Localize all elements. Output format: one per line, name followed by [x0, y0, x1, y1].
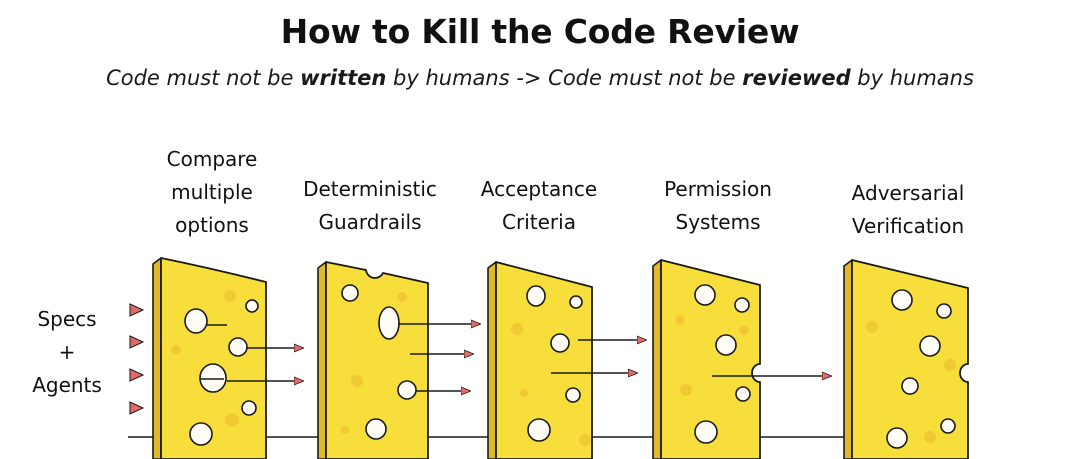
layer-label-line: Compare: [166, 147, 258, 171]
arrow-head-icon: [129, 335, 145, 349]
layer-label-line: Criteria: [502, 210, 576, 234]
layer-label-acceptance-criteria: Acceptance Criteria: [481, 173, 597, 239]
layer-label-line: Guardrails: [318, 210, 422, 234]
cheese-slice-4: [652, 259, 761, 459]
layer-label-line: multiple: [171, 180, 253, 204]
layer-label-line: Adversarial: [851, 181, 965, 205]
layer-label-permission-systems: Permission Systems: [664, 173, 772, 239]
slice-3-arrows: [551, 340, 646, 373]
cheese-slice-3: [487, 261, 593, 459]
layer-label-compare-options: Compare multiple options: [167, 143, 258, 242]
diagram-subtitle: Code must not be written by humans -> Co…: [0, 66, 1080, 90]
cheese-slice-2: [317, 261, 429, 459]
input-label-line: Specs: [37, 307, 97, 331]
cheese-slice-1: [152, 257, 267, 459]
arrow-head-icon: [129, 401, 145, 415]
layer-label-line: options: [175, 213, 249, 237]
slice-1-arrows: [200, 324, 303, 381]
input-arrows: [129, 303, 145, 415]
subtitle-part-3: by humans: [850, 66, 974, 90]
subtitle-bold-written: written: [300, 66, 387, 90]
layer-label-line: Acceptance: [480, 177, 598, 201]
arrow-head-icon: [129, 368, 145, 382]
layer-label-line: Verification: [851, 214, 965, 238]
input-label-line: +: [58, 340, 76, 364]
subtitle-bold-reviewed: reviewed: [742, 66, 851, 90]
input-label-line: Agents: [32, 373, 102, 397]
subtitle-part-1: Code must not be: [106, 66, 301, 90]
layer-label-line: Systems: [675, 210, 761, 234]
layer-label-adversarial-verification: Adversarial Verification: [852, 177, 965, 243]
subtitle-part-2: by humans -> Code must not be: [386, 66, 743, 90]
layer-label-line: Deterministic: [303, 177, 437, 201]
arrow-head-icon: [129, 303, 145, 317]
cheese-slice-5: [843, 259, 969, 459]
input-label-specs-agents: Specs + Agents: [32, 303, 102, 402]
layer-label-deterministic-guardrails: Deterministic Guardrails: [303, 173, 437, 239]
slice-2-arrows: [398, 324, 480, 391]
layer-label-line: Permission: [664, 177, 772, 201]
diagram-title: How to Kill the Code Review: [280, 12, 800, 51]
